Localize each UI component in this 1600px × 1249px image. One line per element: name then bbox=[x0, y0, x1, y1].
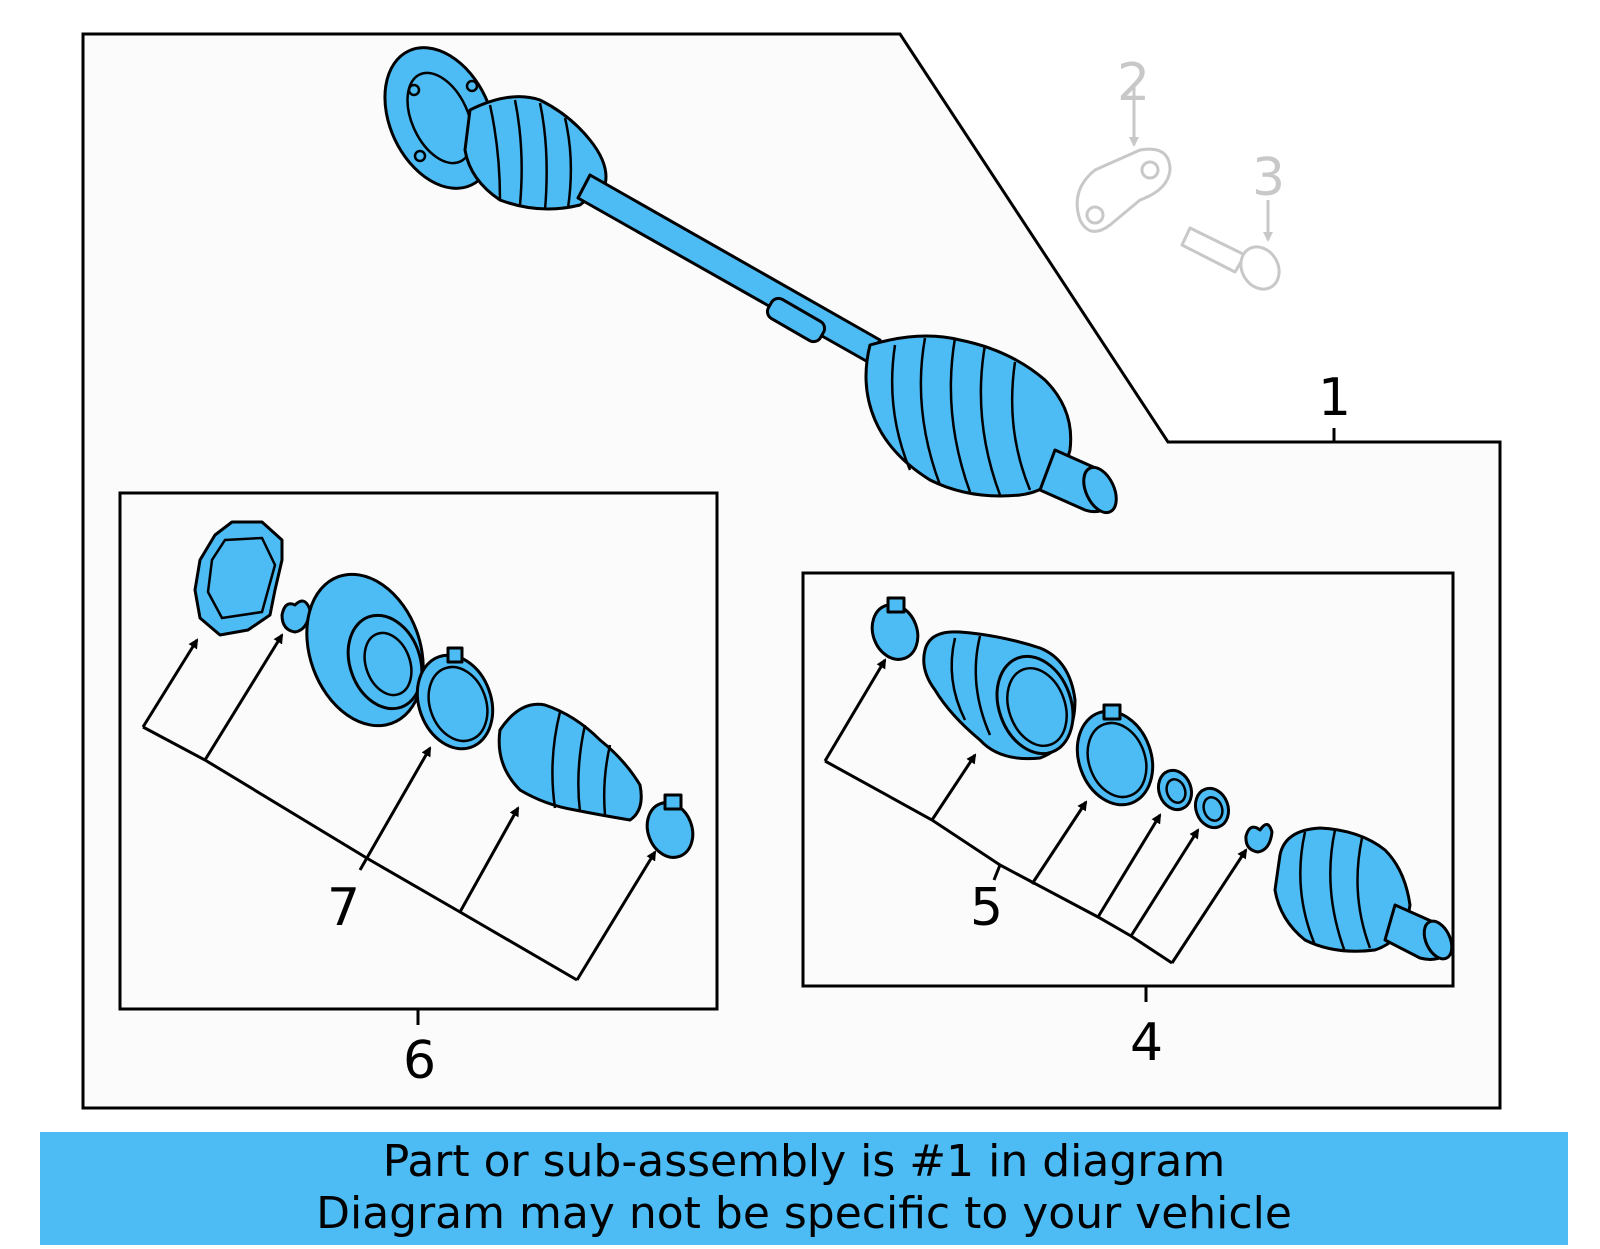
callout-3: 3 bbox=[1252, 148, 1285, 208]
bolt-part-ghost bbox=[1180, 200, 1281, 291]
outer-joint-kit-leaders bbox=[823, 658, 1248, 1002]
callout-5: 5 bbox=[970, 878, 1003, 938]
disclaimer-line-1: Part or sub-assembly is #1 in diagram bbox=[382, 1136, 1226, 1187]
inner-joint-kit-leaders bbox=[141, 633, 657, 1025]
outer-joint-kit-parts bbox=[870, 596, 1454, 961]
diagram-disclaimer-banner: Part or sub-assembly is #1 in diagram Di… bbox=[40, 1132, 1568, 1245]
exploded-parts-diagram: 1 2 3 4 5 6 7 bbox=[81, 32, 1502, 1110]
inner-joint-kit-parts bbox=[193, 520, 695, 859]
callout-2: 2 bbox=[1117, 53, 1150, 113]
disclaimer-line-2: Diagram may not be specific to your vehi… bbox=[316, 1188, 1292, 1239]
callout-1: 1 bbox=[1318, 368, 1351, 428]
bracket-part-ghost bbox=[1075, 86, 1172, 233]
axle-shaft-assembly bbox=[383, 46, 1118, 515]
callout-4: 4 bbox=[1130, 1013, 1163, 1073]
callout-6: 6 bbox=[403, 1031, 436, 1091]
callout-7: 7 bbox=[327, 878, 360, 938]
